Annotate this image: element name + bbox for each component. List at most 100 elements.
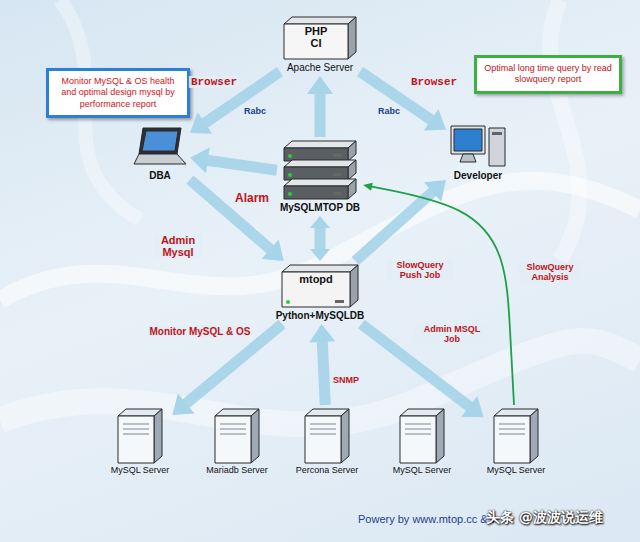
- node-label: Mariadb Server: [206, 466, 268, 476]
- drive-slot: [335, 300, 344, 303]
- node-label: MySQL Server: [393, 466, 452, 476]
- rack-front: [282, 272, 350, 307]
- node-icon: [133, 126, 187, 168]
- connector-line: [190, 180, 272, 251]
- arrow-head: [190, 148, 210, 174]
- node-label: MySQL Server: [487, 466, 546, 476]
- tower-bay: [310, 429, 336, 430]
- node-icon: [493, 408, 539, 464]
- node-icon: [283, 140, 357, 200]
- edge-label: Admin Mysql: [154, 234, 202, 258]
- edge-label: SNMP: [331, 375, 361, 385]
- arrow-head: [424, 109, 446, 131]
- icon-area: [304, 408, 350, 464]
- note-box: Optimal long time query by read slowquer…: [474, 55, 622, 94]
- node-icon: [449, 122, 507, 168]
- icon-area: [214, 408, 260, 464]
- drive-slot: [333, 173, 342, 176]
- tower-side: [341, 409, 349, 463]
- rack-top: [284, 160, 356, 167]
- rack-front: [284, 148, 348, 161]
- node-sublabel: Apache Server: [287, 62, 353, 73]
- server-node: mtopdPython+MySQLDB: [276, 264, 365, 321]
- arrow-head: [307, 76, 333, 94]
- swirl: [550, 0, 579, 260]
- rack-top: [284, 141, 356, 148]
- server-node: DBA: [133, 126, 187, 181]
- drive-slot: [333, 192, 342, 195]
- tower-bay: [220, 429, 246, 430]
- server-node: PHP CI Apache Server: [283, 16, 357, 73]
- tower-bay: [310, 424, 336, 425]
- tower-front: [400, 416, 436, 463]
- tower-bay: [499, 429, 525, 430]
- server-node: MySQLMTOP DB: [280, 140, 360, 213]
- server-node: MySQL Server: [111, 408, 170, 476]
- flow-arrow: [190, 148, 277, 174]
- node-icon: [214, 408, 260, 464]
- flow-arrow: [310, 216, 330, 261]
- note-text: Monitor MySQL & OS health and optimal de…: [55, 76, 181, 110]
- arrow-head: [363, 183, 373, 191]
- status-led: [288, 173, 292, 177]
- server-node: MySQL Server: [487, 408, 546, 476]
- node-icon: [304, 408, 350, 464]
- drive-slot: [333, 154, 342, 157]
- tower-front: [215, 416, 251, 463]
- laptop-lid: [139, 128, 181, 154]
- server-node: Developer: [449, 122, 507, 181]
- rack-side: [348, 141, 356, 161]
- laptop-screen: [142, 131, 178, 151]
- node-label: Percona Server: [296, 466, 359, 476]
- connector-line: [205, 160, 277, 170]
- edge-label: SlowQuery Analysis: [519, 262, 581, 282]
- tower-bay: [405, 429, 431, 430]
- node-label: MySQLMTOP DB: [280, 202, 360, 213]
- node-icon: [399, 408, 445, 464]
- monitor-screen: [454, 129, 482, 151]
- arrow-head: [262, 239, 284, 261]
- laptop-base: [134, 154, 186, 164]
- tower-bay: [220, 434, 246, 435]
- tower-bay: [123, 434, 149, 435]
- edge-label: Alarm: [233, 191, 271, 205]
- node-sublabel: Python+MySQLDB: [276, 310, 365, 321]
- edge-label: SlowQuery Push Job: [387, 260, 453, 280]
- icon-area: [399, 408, 445, 464]
- tower-bay: [220, 424, 246, 425]
- tower-bay: [310, 434, 336, 435]
- arrow-head: [172, 394, 194, 416]
- status-led: [286, 300, 290, 304]
- edge-label: Monitor MySQL & OS: [148, 326, 253, 337]
- swirl: [0, 181, 640, 300]
- tower-bay: [123, 424, 149, 425]
- node-label: MySQL Server: [111, 466, 170, 476]
- icon-area: PHP CI: [283, 16, 357, 60]
- connector-line: [371, 186, 514, 405]
- rack-top: [282, 265, 358, 272]
- flow-arrow: [307, 76, 333, 137]
- note-box: Monitor MySQL & OS health and optimal de…: [46, 68, 190, 118]
- monitor-frame: [451, 126, 485, 154]
- tower-side: [530, 409, 538, 463]
- rack-side: [348, 160, 356, 180]
- status-led: [288, 192, 292, 196]
- icon-area: [493, 408, 539, 464]
- rack-side: [348, 179, 356, 199]
- icon-area: [117, 408, 163, 464]
- server-node: Mariadb Server: [206, 408, 268, 476]
- analysis-connector: [363, 183, 514, 405]
- connector-line: [314, 91, 325, 137]
- tower-front: [118, 416, 154, 463]
- connector-line: [322, 339, 325, 405]
- tower-bay: [405, 434, 431, 435]
- rack-front: [284, 186, 348, 199]
- tower-bay: [499, 434, 525, 435]
- icon-area: [283, 140, 357, 200]
- pc-tower: [489, 128, 505, 166]
- server-node: MySQL Server: [393, 408, 452, 476]
- node-icon: [117, 408, 163, 464]
- rack-top: [284, 179, 356, 186]
